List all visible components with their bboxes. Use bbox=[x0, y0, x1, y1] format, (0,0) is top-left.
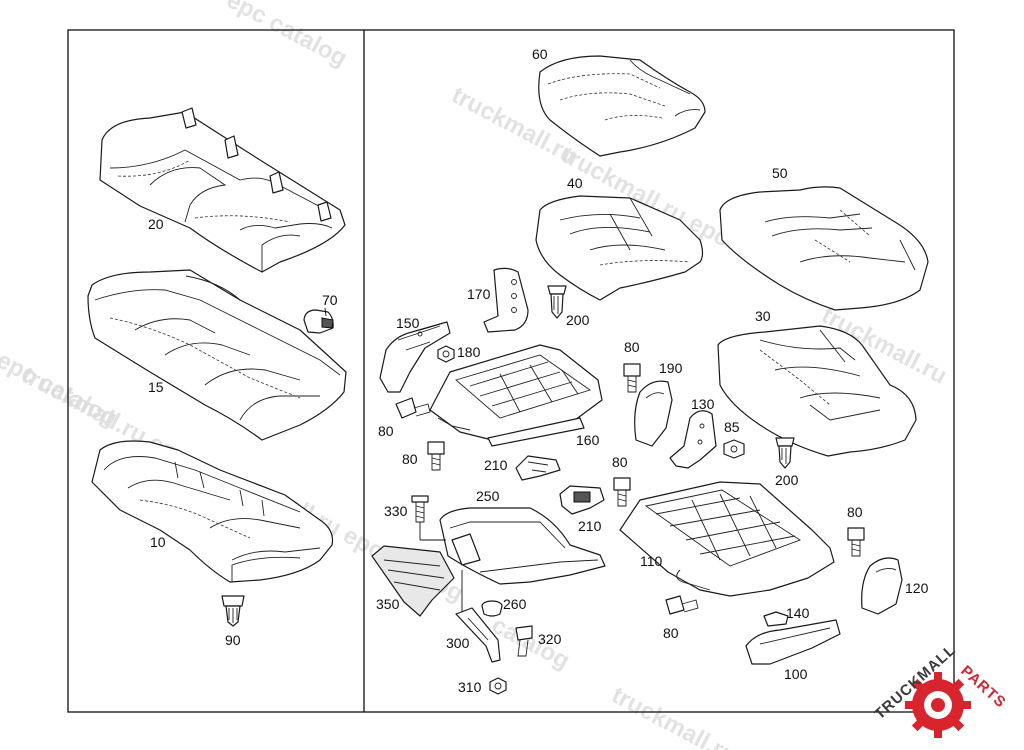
part-330-screw[interactable] bbox=[411, 495, 429, 523]
part-label-100: 100 bbox=[784, 666, 808, 682]
part-100-side-trim[interactable] bbox=[745, 619, 841, 665]
part-label-330: 330 bbox=[384, 503, 408, 519]
part-80-bolt[interactable] bbox=[395, 397, 431, 419]
part-50-backrest-panel[interactable] bbox=[719, 186, 929, 311]
part-80-bolt[interactable] bbox=[613, 477, 631, 507]
part-160-seat-frame[interactable] bbox=[429, 344, 603, 447]
part-label-200: 200 bbox=[566, 312, 590, 328]
part-label-200: 200 bbox=[775, 472, 799, 488]
part-110-seat-frame[interactable] bbox=[619, 481, 835, 597]
part-label-80: 80 bbox=[402, 451, 418, 467]
part-label-310: 310 bbox=[458, 679, 482, 695]
part-label-15: 15 bbox=[148, 379, 164, 395]
part-label-50: 50 bbox=[772, 165, 788, 181]
part-label-130: 130 bbox=[691, 396, 715, 412]
part-label-260: 260 bbox=[503, 596, 527, 612]
part-320-bolt[interactable] bbox=[515, 625, 533, 657]
part-140-clip[interactable] bbox=[763, 611, 789, 627]
part-80-bolt[interactable] bbox=[847, 527, 865, 557]
part-label-180: 180 bbox=[457, 344, 481, 360]
watermark-text: truckmall.ru bbox=[607, 681, 741, 750]
part-label-210: 210 bbox=[484, 457, 508, 473]
part-210-bracket[interactable] bbox=[515, 455, 561, 481]
part-label-70: 70 bbox=[322, 292, 338, 308]
part-label-80: 80 bbox=[612, 454, 628, 470]
part-label-30: 30 bbox=[755, 308, 771, 324]
part-190-cover[interactable] bbox=[634, 380, 673, 447]
part-label-150: 150 bbox=[396, 315, 420, 331]
part-350-cover-mat[interactable] bbox=[371, 545, 455, 617]
part-label-80: 80 bbox=[378, 423, 394, 439]
part-180-nut[interactable] bbox=[437, 345, 455, 363]
part-label-190: 190 bbox=[659, 360, 683, 376]
part-label-320: 320 bbox=[538, 631, 562, 647]
part-90-push-clip[interactable] bbox=[221, 595, 245, 627]
part-130-bracket[interactable] bbox=[669, 410, 717, 469]
part-40-backrest-foam[interactable] bbox=[535, 195, 704, 301]
diagram-frame bbox=[67, 29, 955, 713]
part-170-bracket[interactable] bbox=[483, 267, 529, 333]
part-250-seat-base[interactable] bbox=[439, 507, 606, 585]
part-120-cover[interactable] bbox=[861, 557, 903, 615]
part-label-250: 250 bbox=[476, 488, 500, 504]
part-label-40: 40 bbox=[567, 175, 583, 191]
part-310-nut[interactable] bbox=[489, 677, 507, 695]
part-label-85: 85 bbox=[724, 419, 740, 435]
part-210-bracket[interactable] bbox=[559, 485, 605, 515]
part-label-80: 80 bbox=[847, 504, 863, 520]
part-label-160: 160 bbox=[576, 432, 600, 448]
part-60-backrest-cover[interactable] bbox=[538, 55, 706, 157]
part-200-push-clip[interactable] bbox=[775, 437, 795, 469]
part-label-210: 210 bbox=[578, 518, 602, 534]
part-label-350: 350 bbox=[376, 596, 400, 612]
watermark-text: epc catalog bbox=[222, 0, 351, 72]
part-label-80: 80 bbox=[624, 339, 640, 355]
leader-line bbox=[419, 323, 441, 331]
part-label-110: 110 bbox=[640, 553, 663, 569]
part-label-20: 20 bbox=[148, 216, 164, 232]
part-label-10: 10 bbox=[150, 534, 166, 550]
truckmallparts-logo: TRUCKMALL PARTS bbox=[871, 641, 1009, 738]
part-label-80: 80 bbox=[663, 625, 679, 641]
part-300-bracket[interactable] bbox=[455, 607, 501, 663]
part-label-300: 300 bbox=[446, 635, 470, 651]
part-15-cushion-cover[interactable] bbox=[87, 269, 347, 441]
part-label-140: 140 bbox=[786, 605, 810, 621]
part-85-nut[interactable] bbox=[723, 439, 745, 459]
part-150-side-trim[interactable] bbox=[379, 321, 451, 393]
gear-logo-icon bbox=[905, 672, 971, 738]
leader-line bbox=[324, 307, 327, 317]
part-200-push-clip[interactable] bbox=[547, 285, 567, 319]
part-label-90: 90 bbox=[225, 632, 241, 648]
part-260-grommet[interactable] bbox=[481, 600, 503, 617]
part-10-seat-frame[interactable] bbox=[91, 440, 334, 583]
part-label-170: 170 bbox=[467, 286, 491, 302]
part-20-backrest-cover[interactable] bbox=[99, 107, 346, 273]
part-label-120: 120 bbox=[905, 580, 929, 596]
part-80-bolt[interactable] bbox=[623, 363, 641, 393]
part-30-cushion-foam[interactable] bbox=[717, 325, 917, 457]
part-70-clip[interactable] bbox=[303, 309, 334, 334]
part-80-bolt[interactable] bbox=[427, 441, 445, 471]
part-80-bolt[interactable] bbox=[665, 595, 699, 615]
part-labels: 20 15 70 10 90 60 40 50 170 200 150 180 … bbox=[148, 46, 929, 695]
part-label-60: 60 bbox=[532, 46, 548, 62]
